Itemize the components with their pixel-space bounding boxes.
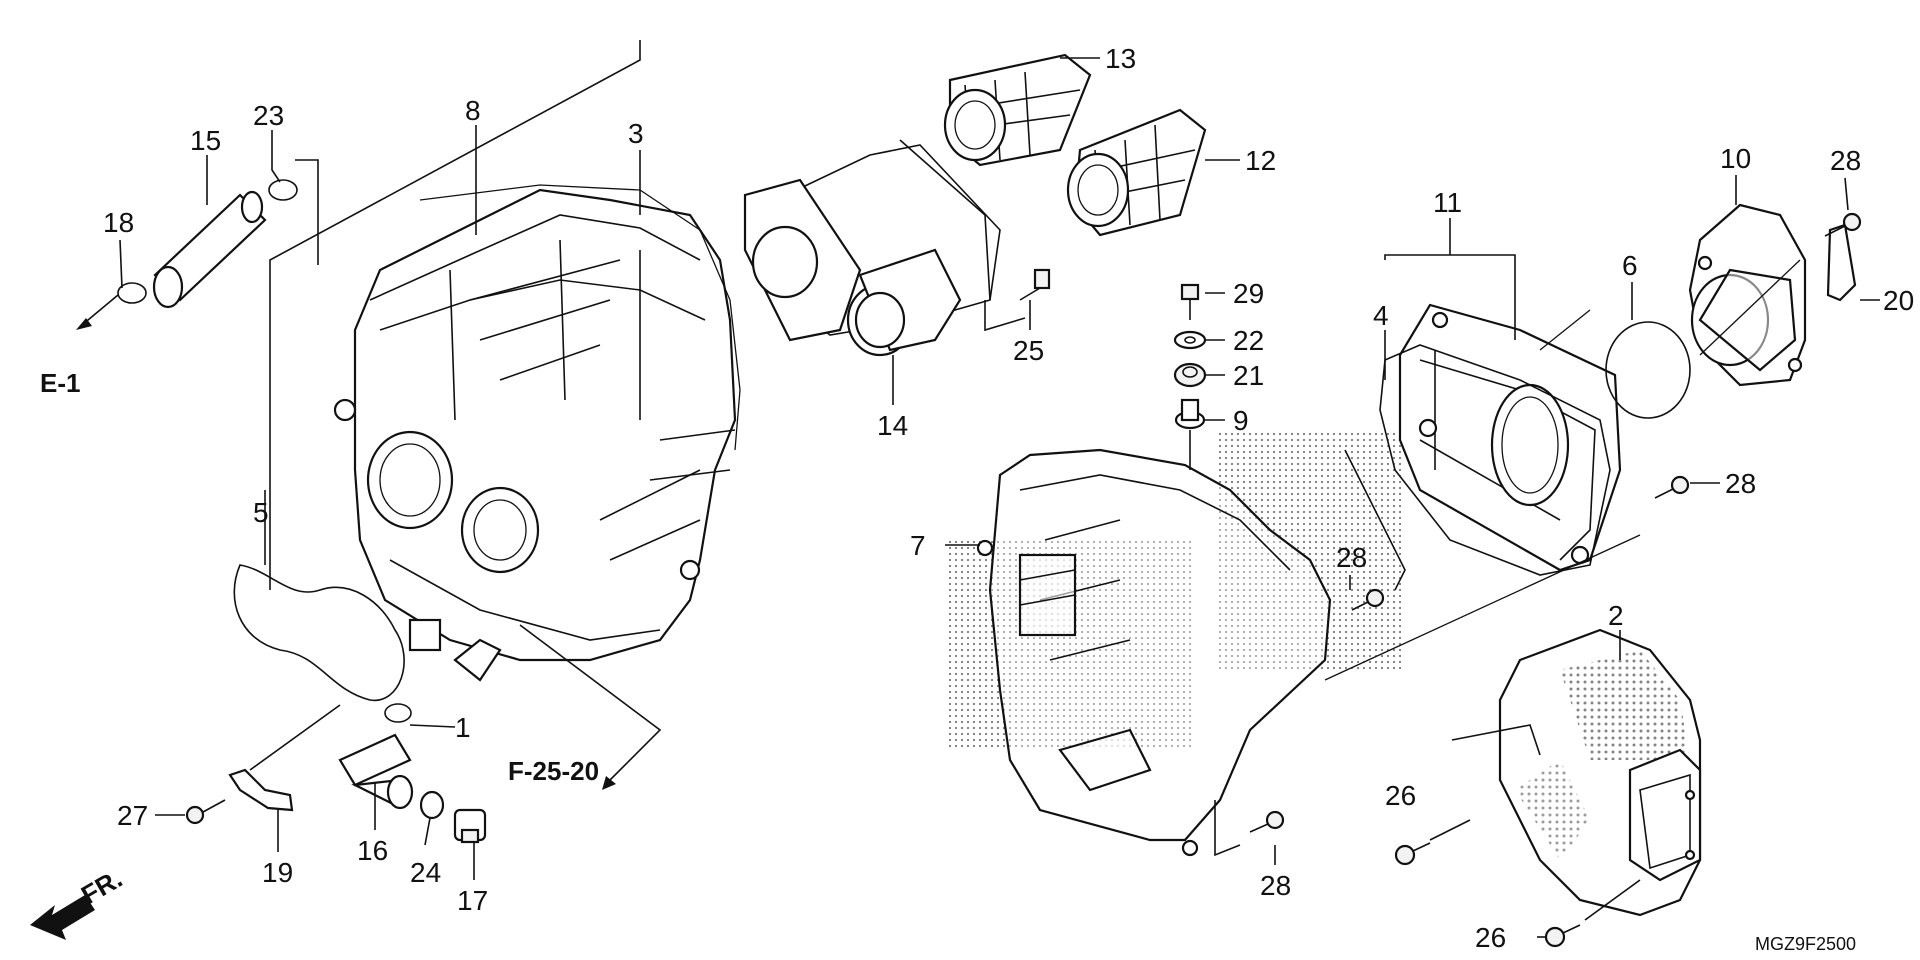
clip-23	[268, 179, 298, 201]
element-housing-11	[1398, 303, 1622, 572]
drawing-code: MGZ9F2500	[1755, 934, 1856, 954]
label-3: 3	[628, 118, 644, 149]
label-28d: 28	[1260, 870, 1291, 901]
grommet-21	[1173, 362, 1207, 388]
air-cleaner-case	[333, 184, 741, 682]
label-16: 16	[357, 835, 388, 866]
part-labels: 1 2 3 4 5 6 7 8 9 10 11 12 13 14 15 16 1…	[40, 43, 1914, 954]
gasket-4	[1379, 344, 1611, 576]
label-23: 23	[253, 100, 284, 131]
reference-e1: E-1	[40, 368, 80, 398]
label-28b: 28	[1725, 468, 1756, 499]
bolt-28-right	[1654, 475, 1690, 499]
bolt-28-left	[1351, 588, 1385, 611]
label-28a: 28	[1830, 145, 1861, 176]
label-24: 24	[410, 857, 441, 888]
bolt-26-upper	[1394, 842, 1431, 866]
label-4: 4	[1373, 300, 1389, 331]
gasket-5	[233, 564, 405, 701]
label-6: 6	[1622, 250, 1638, 281]
label-10: 10	[1720, 143, 1751, 174]
front-direction-arrow: FR.	[30, 863, 127, 940]
air-cleaner-cover-7	[945, 430, 1405, 857]
label-27: 27	[117, 800, 148, 831]
bolt-26-lower	[1544, 924, 1581, 948]
label-25: 25	[1013, 335, 1044, 366]
label-22: 22	[1233, 325, 1264, 356]
label-15: 15	[190, 125, 221, 156]
label-2: 2	[1608, 600, 1624, 631]
bolt-27	[185, 799, 226, 825]
label-5: 5	[253, 497, 269, 528]
reference-f2520: F-25-20	[508, 756, 599, 786]
label-20: 20	[1883, 285, 1914, 316]
label-28c: 28	[1336, 542, 1367, 573]
washer-22	[1173, 330, 1207, 350]
label-1: 1	[455, 712, 471, 743]
stay-20	[1826, 223, 1857, 302]
label-21: 21	[1233, 360, 1264, 391]
funnel-13	[943, 53, 1092, 167]
stay-19	[228, 768, 294, 812]
label-14: 14	[877, 410, 908, 441]
clip-1	[384, 703, 412, 723]
label-8: 8	[465, 95, 481, 126]
label-19: 19	[262, 857, 293, 888]
funnel-12	[1066, 108, 1207, 237]
label-26a: 26	[1385, 780, 1416, 811]
clip-24	[419, 790, 445, 820]
funnel-holder-14	[743, 139, 1001, 357]
label-11: 11	[1433, 187, 1462, 218]
label-9: 9	[1233, 405, 1249, 436]
clip-18	[117, 282, 147, 304]
bolt-29	[1180, 283, 1200, 320]
bolt-28-bottom	[1249, 810, 1285, 833]
cover-10	[1688, 203, 1807, 387]
drain-tube-16	[338, 733, 414, 810]
bolt-28-top	[1824, 212, 1862, 237]
screw-25	[1019, 268, 1051, 301]
collar-9	[1174, 398, 1206, 430]
label-12: 12	[1245, 145, 1276, 176]
label-7: 7	[910, 530, 926, 561]
air-cleaner-element-2	[1498, 628, 1702, 917]
label-29: 29	[1233, 278, 1264, 309]
leader-lines	[76, 40, 1880, 938]
label-26b: 26	[1475, 922, 1506, 953]
label-17: 17	[457, 885, 488, 916]
breather-tube-15	[152, 190, 267, 309]
label-13: 13	[1105, 43, 1136, 74]
o-ring-6	[1605, 321, 1691, 419]
plug-17	[453, 808, 487, 844]
label-18: 18	[103, 207, 134, 238]
